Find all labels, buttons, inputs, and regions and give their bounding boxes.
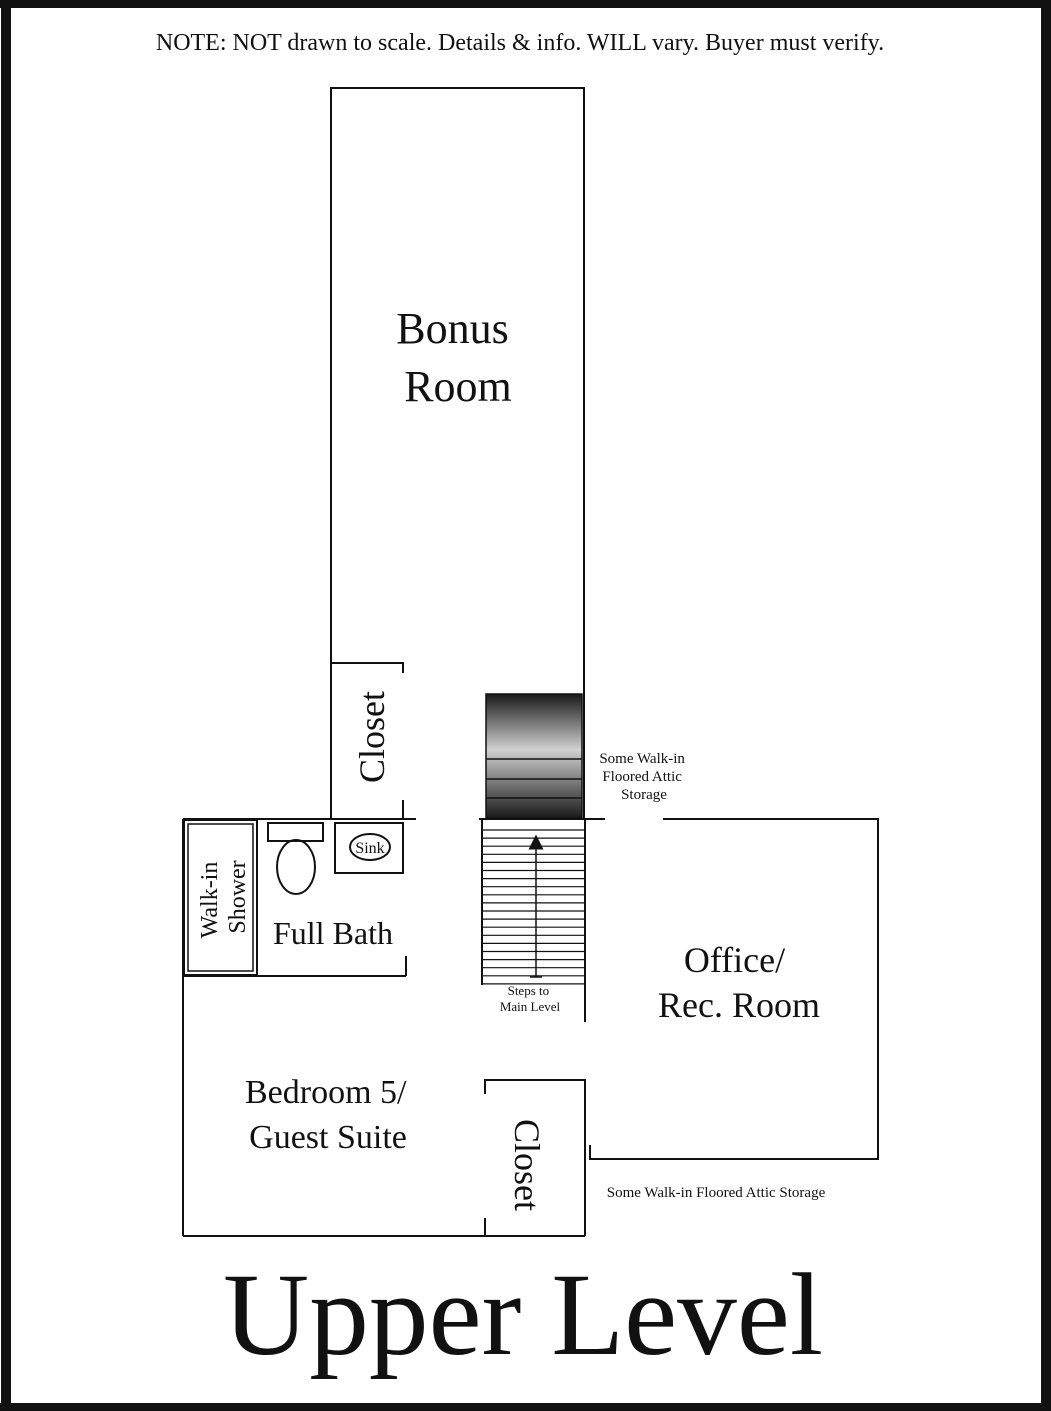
toilet-bowl [276, 839, 316, 895]
shower-outer [183, 819, 258, 976]
steps-label: Steps to Main Level [500, 983, 561, 1014]
bedroom-label: Bedroom 5/ Guest Suite [245, 1074, 415, 1156]
main-stair-treads [482, 829, 585, 985]
toilet-tank [267, 822, 324, 842]
walls [182, 87, 879, 1237]
attic-stairs [485, 693, 583, 819]
disclaimer-note: NOTE: NOT drawn to scale. Details & info… [156, 30, 884, 56]
bonus-room-walls [330, 87, 585, 818]
upper-attic-storage-label: Some Walk-in Floored Attic Storage [599, 751, 688, 803]
office-label: Office/ Rec. Room [658, 940, 820, 1025]
lower-attic-storage-label: Some Walk-in Floored Attic Storage [607, 1185, 826, 1201]
office-walls [589, 818, 879, 1160]
sink-basin [349, 833, 391, 861]
upper-closet-label: Closet [352, 691, 392, 783]
bonus-room-label: Bonus Room [396, 304, 519, 411]
lower-closet-walls [484, 1079, 586, 1236]
full-bath-label: Full Bath [273, 915, 393, 951]
shower-inner [187, 823, 254, 972]
lower-closet-label: Closet [507, 1119, 547, 1211]
sink-vanity [334, 822, 404, 874]
upper-closet-walls [331, 662, 404, 673]
level-title: Upper Level [223, 1249, 823, 1380]
sink-label: Sink [355, 840, 384, 857]
shower-label: Walk-in Shower [197, 856, 251, 939]
